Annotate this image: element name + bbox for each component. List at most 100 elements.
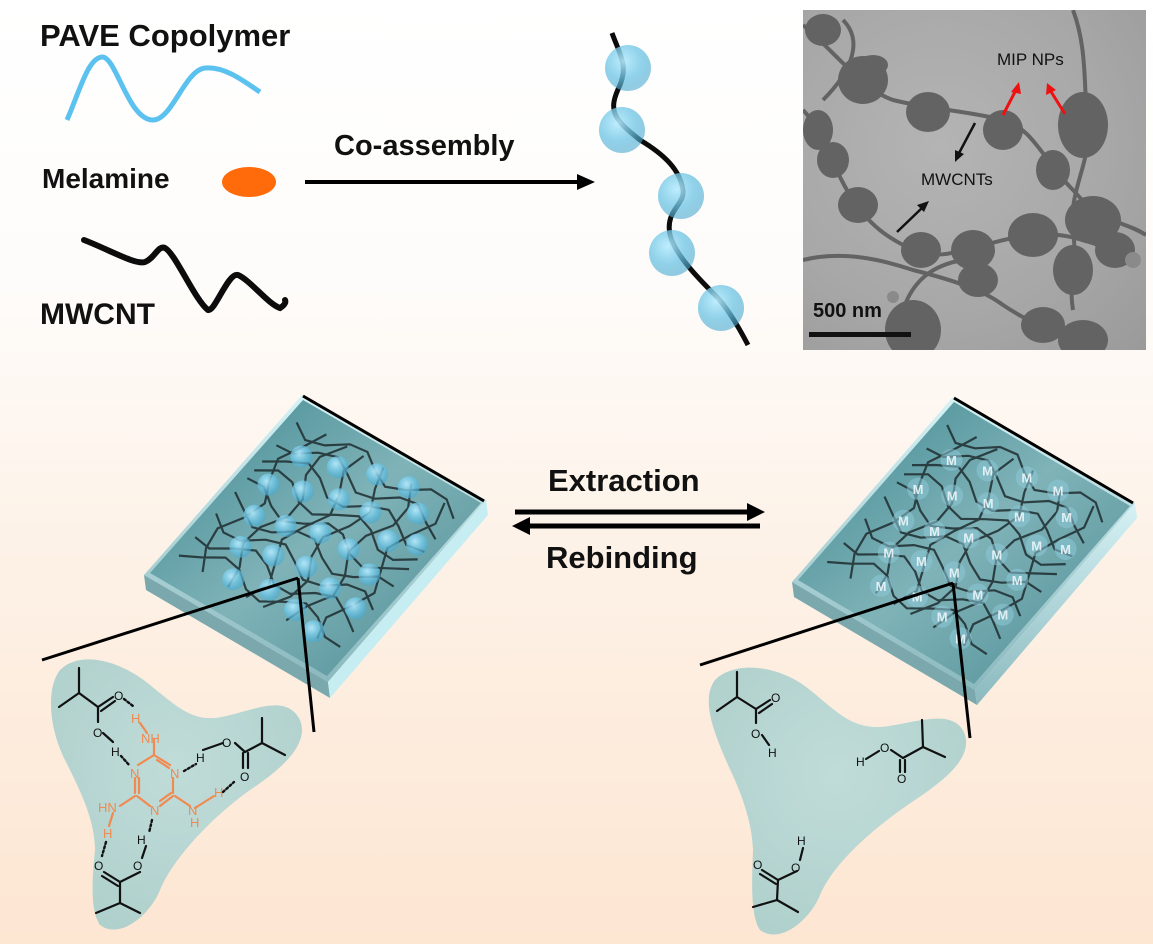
mip-nanoparticle bbox=[658, 173, 704, 219]
imprinted-cavity bbox=[1025, 534, 1048, 557]
mip-nanoparticle bbox=[359, 501, 382, 524]
melamine-molecule-icon bbox=[222, 167, 276, 197]
nanotube-strand bbox=[245, 455, 365, 599]
imprinted-cavity bbox=[1006, 568, 1029, 591]
cavity-marker: M bbox=[912, 589, 923, 604]
amine-group: HN bbox=[98, 800, 117, 815]
hydrogen-bonded-complex: O O H O H O H O O bbox=[57, 666, 287, 915]
atom-h: H bbox=[131, 711, 140, 726]
mip-nanoparticle bbox=[291, 480, 314, 503]
imprinted-cavity bbox=[870, 574, 892, 597]
mip-nanoparticle bbox=[377, 529, 400, 552]
scale-bar bbox=[809, 332, 911, 337]
co-assembly-label: Co-assembly bbox=[334, 130, 515, 162]
atom-h: H bbox=[797, 834, 806, 848]
mwcnts-label: MWCNTs bbox=[921, 170, 993, 189]
empty-binding-site: O O H O H O H O O bbox=[715, 670, 947, 914]
atom-h: H bbox=[111, 745, 120, 759]
copolymer-chain-icon bbox=[64, 54, 262, 123]
ring-nitrogen: N bbox=[150, 803, 159, 818]
cavity-marker: M bbox=[913, 482, 924, 497]
tem-micrograph: MIP NPs MWCNTs 500 nm bbox=[803, 10, 1146, 350]
extraction-label: Extraction bbox=[548, 463, 700, 498]
nanotube-strand bbox=[893, 457, 1015, 606]
mip-nanoparticle bbox=[605, 45, 651, 91]
cavity-marker: M bbox=[997, 608, 1008, 623]
nanotube-strand bbox=[316, 502, 446, 639]
atom-h: H bbox=[768, 746, 777, 760]
rebinding-arrow bbox=[512, 517, 760, 535]
mip-nanoparticle bbox=[649, 230, 695, 276]
mip-nanoparticle bbox=[337, 538, 360, 561]
cavity-marker: M bbox=[1061, 510, 1072, 525]
cavity-marker: M bbox=[876, 579, 887, 594]
atom-o: O bbox=[114, 689, 123, 703]
atom-h: H bbox=[214, 785, 223, 800]
atom-o: O bbox=[880, 741, 889, 755]
cavity-marker: M bbox=[972, 587, 983, 602]
atom-o: O bbox=[93, 726, 102, 740]
imprinted-cavity bbox=[910, 550, 933, 573]
assembled-nanotube-with-beads bbox=[599, 32, 751, 347]
cavity-marker: M bbox=[1031, 538, 1042, 553]
imprinted-cavity bbox=[1054, 538, 1077, 560]
imprinted-cavity bbox=[1055, 506, 1078, 529]
atom-h: H bbox=[103, 826, 112, 841]
atom-o: O bbox=[771, 691, 780, 705]
mip-film-with-template bbox=[144, 394, 488, 698]
cavity-marker: M bbox=[898, 514, 909, 529]
cavity-marker: M bbox=[963, 531, 974, 546]
mip-nanoparticle bbox=[698, 285, 744, 331]
atom-h: H bbox=[196, 751, 205, 765]
mip-np-pointer-arrows bbox=[1001, 82, 1067, 116]
imprinted-cavity bbox=[931, 605, 954, 628]
nanotube-strand bbox=[962, 505, 1095, 647]
copolymer-label: PAVE Copolymer bbox=[40, 18, 291, 53]
mip-nanoparticle bbox=[309, 521, 332, 544]
atom-o: O bbox=[222, 736, 231, 750]
mip-nanoparticle bbox=[328, 488, 350, 511]
extraction-arrow bbox=[515, 503, 765, 521]
imprinted-cavity bbox=[966, 583, 989, 606]
amine-group: NH bbox=[141, 731, 160, 746]
mip-film-extracted: MMMMMMMMMMMMMMMMMMMMMMMMM bbox=[792, 396, 1137, 705]
mwcnt-tube-icon bbox=[81, 237, 289, 313]
imprinted-cavity bbox=[906, 585, 929, 608]
cavity-marker: M bbox=[1053, 484, 1064, 499]
right-callout-lines bbox=[699, 581, 972, 739]
atom-o: O bbox=[791, 861, 800, 875]
mwcnt-pointer-arrows bbox=[896, 122, 977, 233]
nanotube-strand bbox=[254, 469, 418, 562]
imprinted-cavity bbox=[1015, 466, 1038, 489]
imprinted-cavity bbox=[977, 492, 1000, 515]
ring-nitrogen: N bbox=[130, 766, 139, 781]
imprinted-cavity bbox=[943, 561, 966, 584]
imprinted-cavity bbox=[941, 484, 964, 507]
cavity-marker: M bbox=[946, 453, 957, 468]
imprinted-cavity bbox=[1008, 505, 1031, 528]
cavity-marker: M bbox=[947, 489, 958, 504]
atom-h: H bbox=[190, 815, 199, 830]
cavity-marker: M bbox=[883, 546, 894, 561]
mip-nanoparticle bbox=[319, 577, 342, 600]
left-callout-lines bbox=[41, 576, 316, 733]
atom-o: O bbox=[897, 772, 906, 786]
mip-nanoparticle bbox=[302, 620, 325, 643]
cavity-marker: M bbox=[1021, 470, 1032, 485]
imprinted-cavity bbox=[923, 520, 946, 542]
left-binding-pocket bbox=[50, 659, 302, 930]
cavity-marker: M bbox=[937, 610, 948, 625]
mip-nanoparticle bbox=[358, 563, 381, 586]
imprinted-cavity bbox=[949, 627, 972, 650]
cavity-marker: M bbox=[982, 463, 993, 478]
mip-nanoparticle bbox=[599, 107, 645, 153]
amine-nitrogen: N bbox=[188, 803, 197, 818]
mip-nanoparticle bbox=[295, 555, 318, 578]
co-assembly-arrow bbox=[305, 174, 595, 190]
imprinted-cavity bbox=[957, 526, 980, 549]
mip-nanoparticle bbox=[326, 456, 349, 479]
imprinted-cavity bbox=[877, 541, 900, 564]
cavity-marker: M bbox=[916, 554, 927, 569]
scale-bar-label: 500 nm bbox=[813, 300, 882, 322]
atom-o: O bbox=[753, 858, 762, 872]
